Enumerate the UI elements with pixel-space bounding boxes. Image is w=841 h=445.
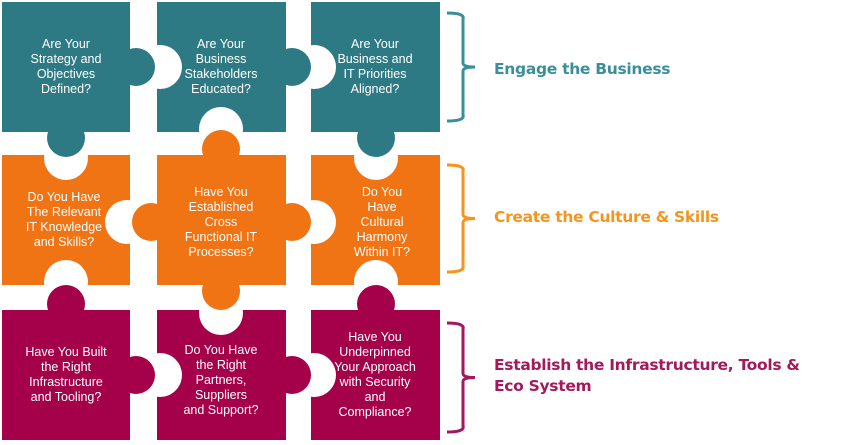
piece-stakeholders-text: Are Your Business Stakeholders Educated? xyxy=(184,37,258,96)
puzzle-knob xyxy=(273,203,311,241)
puzzle-knob xyxy=(273,48,311,86)
piece-processes-text: Have You Established Cross Functional IT… xyxy=(184,185,258,259)
piece-knowledge-text: Do You Have The Relevant IT Knowledge an… xyxy=(25,190,103,249)
puzzle-knob xyxy=(117,48,155,86)
label-culture-skills: Create the Culture & Skills xyxy=(494,208,719,226)
bracket-infra xyxy=(446,321,476,434)
piece-strategy-text: Are Your Strategy and Objectives Defined… xyxy=(30,37,102,96)
label-infrastructure-tools: Establish the Infrastructure, Tools & Ec… xyxy=(494,356,800,395)
puzzle-knob xyxy=(357,119,395,157)
label-engage-business: Engage the Business xyxy=(494,60,671,78)
puzzle-knob xyxy=(47,119,85,157)
puzzle-piece xyxy=(2,2,130,132)
piece-infrastructure-text: Have You Built the Right Infrastructure … xyxy=(25,345,107,404)
piece-partners-text: Do You Have the Right Partners, Supplier… xyxy=(183,342,259,417)
piece-priorities-text: Are Your Business and IT Priorities Alig… xyxy=(337,37,413,96)
bracket-culture xyxy=(446,163,476,274)
puzzle-piece xyxy=(157,155,286,285)
puzzle-piece xyxy=(2,310,130,440)
piece-security-text: Have You Underpinned Your Approach with … xyxy=(334,330,416,419)
puzzle-knob xyxy=(117,356,155,394)
puzzle-knob xyxy=(357,285,395,323)
puzzle-knob xyxy=(202,130,240,168)
puzzle-knob xyxy=(202,272,240,310)
puzzle-knob xyxy=(132,203,170,241)
puzzle-knob xyxy=(47,285,85,323)
puzzle-knob xyxy=(273,356,311,394)
piece-harmony-text: Do You Have Cultural Harmony Within IT? xyxy=(353,185,411,259)
bracket-engage xyxy=(446,11,476,123)
